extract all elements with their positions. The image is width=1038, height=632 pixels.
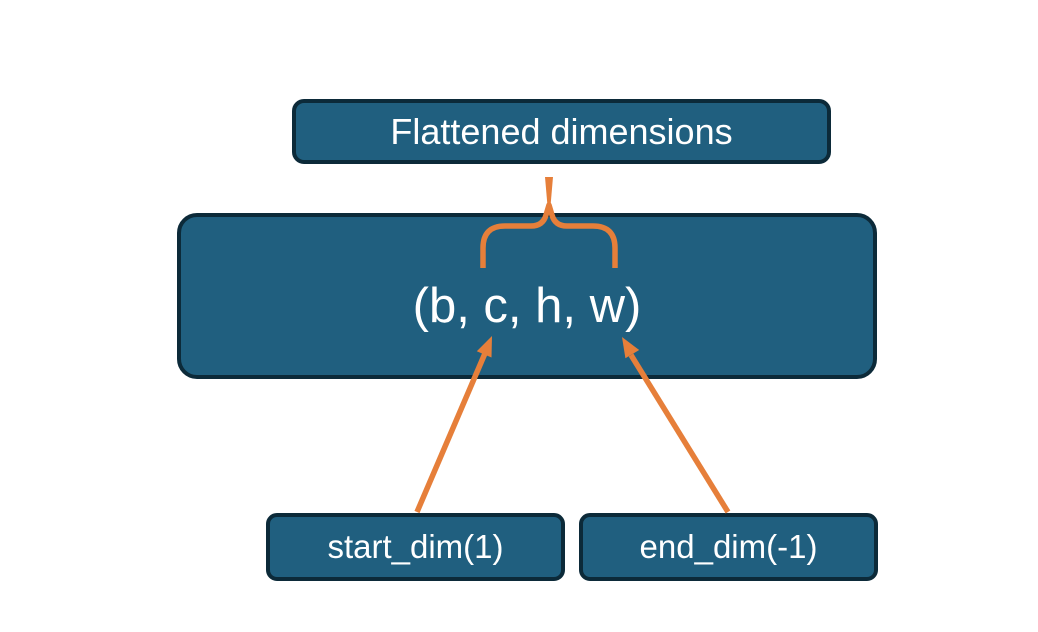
node-start-dim: start_dim(1)	[266, 513, 565, 581]
node-end-dim-label: end_dim(-1)	[639, 528, 818, 565]
node-tensor-shape: (b, c, h, w)	[177, 213, 877, 379]
brace-stem	[545, 177, 553, 206]
node-end-dim: end_dim(-1)	[579, 513, 878, 581]
node-flattened-dimensions-label: Flattened dimensions	[390, 110, 733, 152]
node-flattened-dimensions: Flattened dimensions	[292, 99, 831, 164]
node-start-dim-label: start_dim(1)	[327, 528, 504, 565]
node-tensor-shape-label: (b, c, h, w)	[412, 279, 642, 333]
